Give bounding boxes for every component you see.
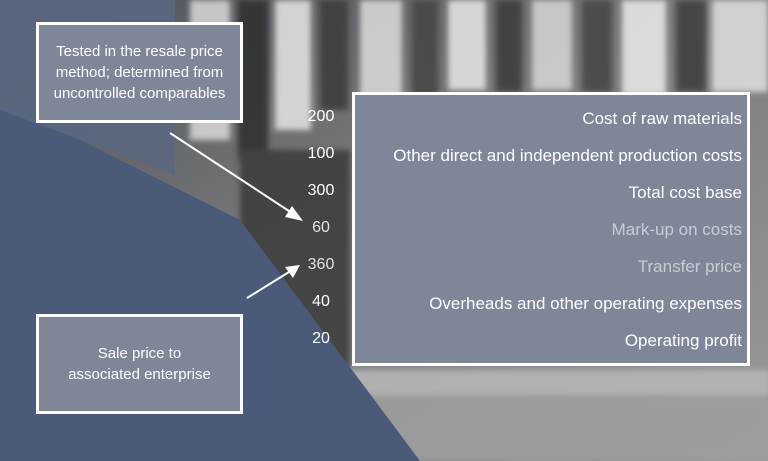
item-overheads: Overheads and other operating expenses xyxy=(429,294,742,313)
callout-text-line: Tested in the resale price xyxy=(56,43,223,60)
value-total-cost-base: 300 xyxy=(307,182,335,199)
item-markup-on-costs: Mark-up on costs xyxy=(611,220,742,239)
sale-price-callout: Sale price to associated enterprise xyxy=(36,314,243,414)
item-total-cost-base: Total cost base xyxy=(628,183,742,202)
item-transfer-price: Transfer price xyxy=(637,257,742,276)
cost-breakdown-box: Cost of raw materials Other direct and i… xyxy=(352,92,750,366)
value-raw-materials: 200 xyxy=(307,108,335,125)
item-cost-of-raw-materials: Cost of raw materials xyxy=(582,109,742,128)
callout-text-line: uncontrolled comparables xyxy=(53,85,226,102)
value-overheads: 40 xyxy=(312,293,330,310)
item-operating-profit: Operating profit xyxy=(624,331,742,350)
callout-text-line: Sale price to xyxy=(97,345,182,362)
value-transfer-price: 360 xyxy=(307,256,335,273)
value-markup: 60 xyxy=(312,219,330,236)
resale-price-method-callout: Tested in the resale price method; deter… xyxy=(36,22,243,123)
value-operating-profit: 20 xyxy=(312,330,330,347)
value-production-costs: 100 xyxy=(307,145,335,162)
callout-text-line: method; determined from xyxy=(55,64,224,81)
item-production-costs: Other direct and independent production … xyxy=(393,146,742,165)
value-column: 200 100 300 60 360 40 20 xyxy=(298,98,344,357)
callout-text-line: associated enterprise xyxy=(68,366,211,383)
